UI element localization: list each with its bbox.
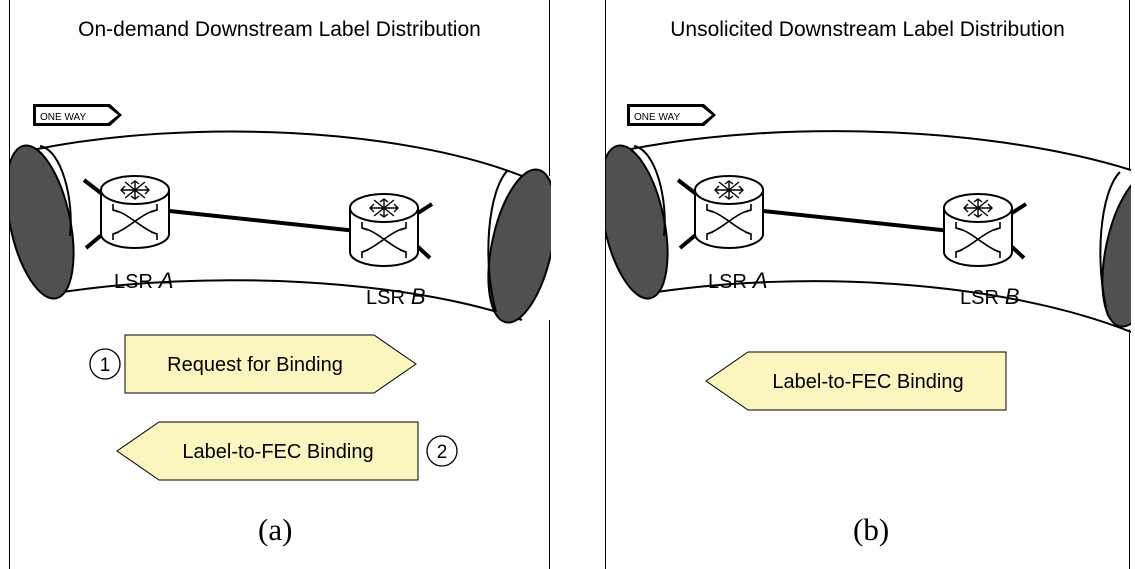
panel-unsolicited: Unsolicited Downstream Label Distributio… (605, 0, 1131, 569)
one-way-sign-icon: ONE WAY (627, 104, 716, 126)
panel-title: Unsolicited Downstream Label Distributio… (670, 18, 1065, 41)
label-to-fec-binding-arrow: Label-to-FEC Binding 2 (116, 421, 458, 481)
step-1-number: 1 (100, 355, 111, 376)
lsr-a-name: LSR (708, 271, 747, 293)
lsr-a-letter: A (157, 268, 174, 293)
router-icon-lsr-a (100, 175, 170, 249)
router-icon-lsr-b (349, 193, 419, 267)
panel-on-demand: On-demand Downstream Label Distribution … (9, 0, 551, 569)
lsr-b-name: LSR (960, 287, 999, 309)
lsr-b-letter: B (411, 284, 426, 309)
request-for-binding-label: Request for Binding (167, 354, 343, 376)
caption-a: (a) (258, 512, 293, 547)
request-for-binding-arrow: 1 Request for Binding (89, 334, 417, 394)
lsp-tunnel-icon (606, 130, 1131, 333)
lsp-tunnel-icon (10, 130, 551, 324)
router-icon-lsr-b (943, 193, 1013, 267)
lsr-a-letter: A (751, 268, 768, 293)
lsr-b-letter: B (1005, 284, 1020, 309)
caption-b: (b) (853, 512, 890, 547)
label-to-fec-binding-label: Label-to-FEC Binding (182, 441, 373, 463)
sign-label: ONE WAY (40, 112, 86, 123)
label-to-fec-binding-arrow: Label-to-FEC Binding (705, 351, 1007, 411)
sign-label: ONE WAY (634, 112, 680, 123)
lsr-a-name: LSR (114, 271, 153, 293)
lsr-b-label: LSR B (960, 284, 1020, 309)
panel-title: On-demand Downstream Label Distribution (78, 18, 481, 41)
step-2-number: 2 (437, 442, 448, 463)
lsr-b-label: LSR B (366, 284, 426, 309)
label-to-fec-binding-label: Label-to-FEC Binding (772, 371, 963, 393)
one-way-sign-icon: ONE WAY (33, 104, 122, 126)
router-icon-lsr-a (694, 175, 764, 249)
lsr-b-name: LSR (366, 287, 405, 309)
